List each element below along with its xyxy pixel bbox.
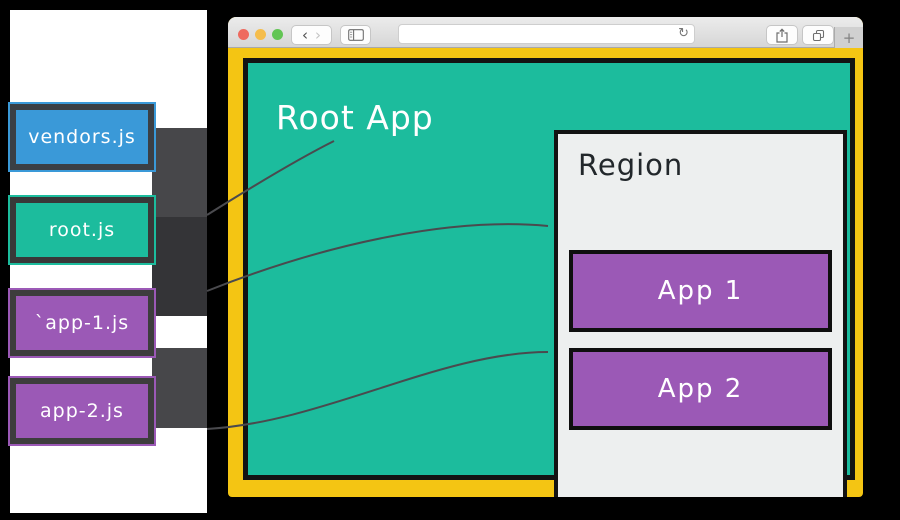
sidebar-icon	[347, 29, 364, 41]
zoom-window-button[interactable]	[272, 29, 283, 40]
nav-button-group: ‹ ›	[291, 25, 332, 45]
connector-block-apps	[152, 348, 207, 428]
file-label-app-2-js: app-2.js	[40, 400, 124, 422]
app-2-label: App 2	[657, 374, 744, 404]
tabs-icon	[812, 29, 824, 41]
root-app-container: Root App Region App 1 App 2	[243, 58, 855, 497]
file-box-app-1-js: `app-1.js	[8, 288, 156, 358]
back-button[interactable]: ‹	[302, 26, 308, 44]
show-all-tabs-button[interactable]	[802, 25, 834, 45]
browser-window: ‹ › ↻	[228, 17, 863, 497]
file-label-root-js: root.js	[48, 219, 116, 241]
share-icon	[776, 27, 788, 43]
reload-icon[interactable]: ↻	[678, 26, 689, 41]
forward-button[interactable]: ›	[315, 26, 321, 44]
plus-icon: +	[842, 28, 856, 47]
connector-block-vendors	[152, 128, 207, 217]
file-label-app-1-js: `app-1.js	[34, 312, 130, 334]
address-bar[interactable]: ↻	[398, 24, 695, 44]
browser-toolbar: ‹ › ↻	[228, 17, 863, 48]
close-window-button[interactable]	[238, 29, 249, 40]
file-box-vendors-js: vendors.js	[8, 102, 156, 172]
share-button[interactable]	[766, 25, 798, 45]
app-1-box: App 1	[569, 250, 832, 332]
file-box-root-js: root.js	[8, 195, 156, 265]
minimize-window-button[interactable]	[255, 29, 266, 40]
region-label: Region	[578, 148, 684, 182]
app-1-label: App 1	[657, 276, 744, 306]
region-container: Region App 1 App 2	[554, 130, 847, 497]
new-tab-button[interactable]: +	[834, 27, 863, 48]
url-input[interactable]	[405, 26, 665, 42]
app-2-box: App 2	[569, 348, 832, 430]
sidebar-button[interactable]	[340, 25, 371, 45]
connector-block-root	[152, 217, 207, 316]
file-label-vendors-js: vendors.js	[28, 126, 136, 148]
file-box-app-2-js: app-2.js	[8, 376, 156, 446]
root-app-label: Root App	[276, 98, 434, 137]
